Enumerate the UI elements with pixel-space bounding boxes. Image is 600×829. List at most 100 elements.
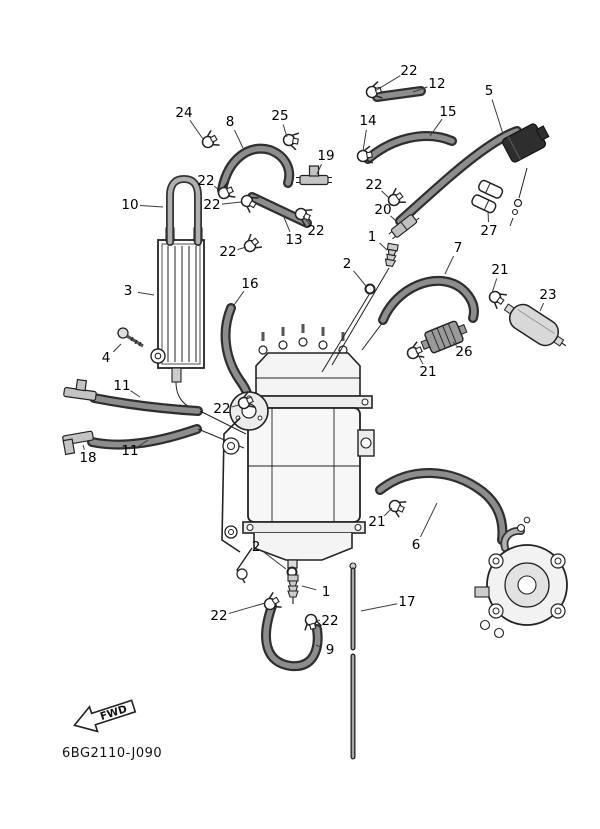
callout-22: 22	[365, 177, 382, 193]
connector-pin-parts	[509, 167, 528, 227]
diagram-code: 6BG2110-J090	[62, 746, 162, 761]
leader-line	[263, 551, 287, 570]
connector-5	[501, 123, 550, 163]
callout-11: 11	[113, 378, 130, 394]
fuel-pump	[474, 516, 568, 639]
leader-line	[282, 124, 288, 138]
hose-9	[261, 601, 323, 672]
clamp-icon	[281, 129, 301, 151]
clamp-icon	[198, 129, 221, 153]
leader-line	[412, 86, 428, 93]
callout-2: 2	[252, 539, 261, 555]
leader-line	[221, 201, 242, 205]
joint-20	[388, 212, 420, 240]
callout-7: 7	[454, 240, 463, 256]
callout-22: 22	[197, 173, 214, 189]
leader-line	[315, 644, 321, 648]
leader-line	[213, 185, 220, 191]
hose-7	[378, 275, 479, 325]
hose-6	[375, 468, 508, 545]
callout-19: 19	[317, 148, 334, 164]
leader-line	[360, 603, 398, 612]
leader-line	[429, 118, 443, 137]
breather-pipe	[166, 174, 202, 246]
clamp-icon	[239, 232, 264, 257]
callout-16: 16	[241, 276, 258, 292]
leader-line	[362, 129, 367, 152]
callout-14: 14	[359, 113, 376, 129]
leader-line	[316, 163, 322, 175]
t-fitting-18	[62, 430, 94, 456]
leader-line	[487, 210, 490, 223]
callout-9: 9	[326, 642, 335, 658]
leader-line	[415, 350, 424, 365]
callout-5: 5	[485, 83, 494, 99]
hose-16	[220, 303, 253, 404]
callout-22: 22	[213, 401, 230, 417]
fuel-cooler	[157, 227, 205, 411]
leader-line	[237, 246, 247, 251]
clamp-icon	[484, 286, 508, 310]
leader-line	[420, 502, 438, 538]
leader-line	[130, 390, 141, 398]
carburetor-assembly	[221, 321, 384, 584]
leader-line	[353, 270, 367, 287]
callout-10: 10	[121, 197, 138, 213]
leader-line	[301, 585, 317, 591]
callout-24: 24	[175, 105, 192, 121]
leader-line	[82, 444, 85, 450]
tube-17	[349, 562, 357, 760]
callout-21: 21	[491, 262, 508, 278]
callout-23: 23	[539, 287, 556, 303]
leader-line	[383, 507, 393, 517]
callout-22: 22	[203, 197, 220, 213]
clamp-icon	[403, 340, 426, 364]
callout-21: 21	[368, 514, 385, 530]
hose-5	[395, 126, 522, 226]
fwd-label: FWD	[99, 703, 129, 723]
leader-line	[112, 343, 122, 353]
leader-line	[390, 215, 398, 223]
bolt-4	[117, 327, 166, 364]
leader-line	[228, 602, 266, 615]
leader-line	[302, 215, 310, 225]
callout-22: 22	[219, 244, 236, 260]
bracket-27	[471, 179, 504, 214]
leader-line	[137, 291, 155, 296]
callout-25: 25	[271, 108, 288, 124]
joint-26	[420, 320, 468, 354]
leader-line	[282, 214, 291, 232]
joint-19	[296, 165, 332, 186]
callout-20: 20	[374, 202, 391, 218]
callout-21: 21	[419, 364, 436, 380]
leader-line	[491, 278, 498, 294]
leader-line	[539, 302, 544, 312]
callout-1: 1	[368, 229, 377, 245]
callout-27: 27	[480, 223, 497, 239]
callout-8: 8	[226, 114, 235, 130]
leader-line	[139, 205, 164, 208]
callout-22: 22	[321, 613, 338, 629]
callout-15: 15	[439, 104, 456, 120]
callout-17: 17	[398, 594, 415, 610]
leader-line	[491, 99, 504, 135]
leader-line	[233, 290, 245, 306]
callout-22: 22	[400, 63, 417, 79]
clamp-icon	[385, 495, 408, 519]
leader-line	[452, 341, 457, 347]
t-fitting-upper	[63, 378, 97, 402]
callout-3: 3	[124, 283, 133, 299]
hose-11-upper	[89, 393, 203, 416]
leader-line	[381, 190, 390, 199]
nipple-1-upper	[384, 242, 399, 267]
hose-8	[217, 143, 295, 195]
callout-2: 2	[343, 256, 352, 272]
leader-line	[444, 255, 454, 275]
callout-12: 12	[428, 76, 445, 92]
hose-15	[363, 131, 457, 164]
fwd-arrow: FWD	[73, 699, 137, 733]
leader-line	[234, 129, 244, 149]
leader-line	[138, 439, 149, 447]
leader-line	[379, 242, 388, 251]
fuel-filter	[503, 303, 567, 347]
